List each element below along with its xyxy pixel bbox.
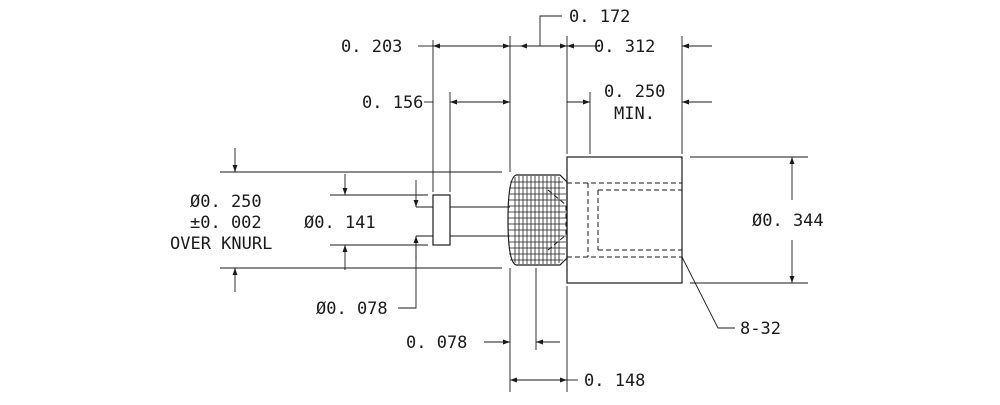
part-outline	[432, 156, 683, 284]
label-knurl-dia-line1: Ø0. 250	[190, 192, 262, 212]
knurl-pattern	[508, 176, 566, 264]
label-knurl-dia-line2: ±0. 002	[190, 213, 262, 233]
label-dia-0078: Ø0. 078	[316, 299, 388, 319]
label-0250-min-value: 0. 250	[604, 82, 665, 102]
label-0203: 0. 203	[341, 37, 402, 57]
dim-0172-leader	[539, 15, 562, 46]
label-0312: 0. 312	[594, 37, 655, 57]
head-hidden-recess	[547, 189, 567, 251]
label-0172: 0. 172	[569, 7, 630, 27]
dimension-labels: 0. 172 0. 203 0. 312 0. 156 0. 250 MIN. …	[170, 7, 824, 391]
extension-lines	[220, 36, 808, 392]
threaded-hole-hidden	[567, 182, 682, 258]
pin-body	[432, 194, 451, 246]
label-0148: 0. 148	[584, 371, 645, 391]
label-thread: 8-32	[740, 319, 781, 339]
label-0250-min-suffix: MIN.	[614, 104, 655, 124]
main-body	[566, 156, 683, 284]
label-dia-0344: Ø0. 344	[752, 211, 824, 231]
knurled-head-outline	[507, 174, 568, 266]
dim-0078dia-leader	[398, 236, 417, 309]
dimension-lines	[232, 15, 795, 383]
label-0156: 0. 156	[362, 93, 423, 113]
label-dia-0141: Ø0. 141	[304, 213, 376, 233]
label-0078: 0. 078	[406, 333, 467, 353]
thread-leader	[681, 256, 735, 329]
label-knurl-dia-line3: OVER KNURL	[170, 234, 272, 254]
